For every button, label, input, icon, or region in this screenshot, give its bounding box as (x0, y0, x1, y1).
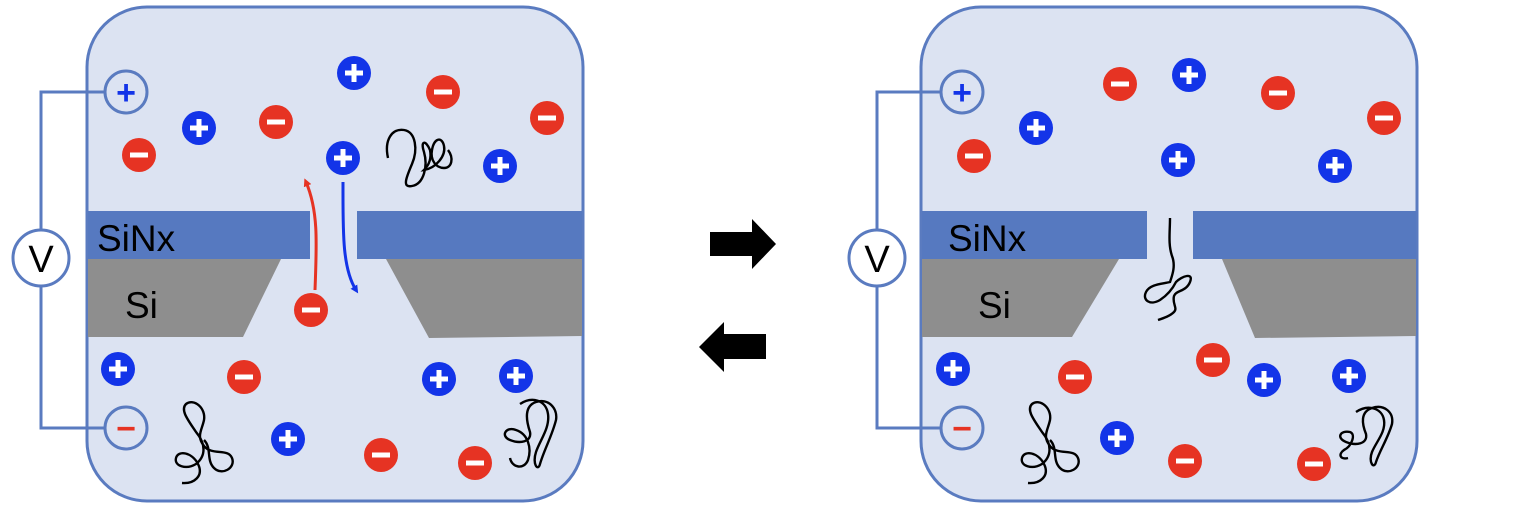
anion-icon (259, 105, 293, 139)
anion-icon (1196, 343, 1230, 377)
cation-icon (182, 111, 216, 145)
circuit-wire (875, 287, 940, 430)
forward-arrow-icon (710, 219, 776, 269)
si-layer-left (922, 259, 1119, 337)
dna-coil-icon (385, 128, 453, 188)
circuit-wire (39, 90, 104, 229)
cation-icon (1172, 58, 1206, 92)
panel-before: SiNx Si V + − (11, 5, 585, 503)
electrode-negative-sign: − (116, 410, 136, 448)
voltmeter-label: V (28, 239, 54, 281)
cation-icon (936, 352, 970, 386)
anion-flux-arrow (303, 178, 318, 291)
anion-icon (1058, 360, 1092, 394)
cation-icon (1332, 359, 1366, 393)
sinx-layer-right (357, 211, 582, 259)
dna-coil-icon (1020, 401, 1080, 485)
dna-coil-icon (503, 398, 558, 469)
electrode-positive-sign: + (116, 74, 136, 112)
anion-icon (957, 139, 991, 173)
cation-icon (1161, 143, 1195, 177)
anion-icon (426, 75, 460, 109)
electrode-positive (939, 69, 985, 115)
cation-icon (483, 149, 517, 183)
electrode-negative (939, 405, 985, 451)
panel-translocation: SiNx Si V + − (847, 5, 1419, 503)
anion-icon (458, 446, 492, 480)
si-label: Si (978, 285, 1011, 326)
si-layer-right (386, 259, 582, 338)
anion-icon (1261, 76, 1295, 110)
cation-icon (499, 359, 533, 393)
ion-group (936, 58, 1401, 481)
cation-icon (422, 362, 456, 396)
anion-icon (1103, 67, 1137, 101)
sinx-label: SiNx (97, 218, 176, 259)
anion-icon (1168, 444, 1202, 478)
dna-coil-icon (1339, 405, 1394, 467)
anion-icon (1367, 101, 1401, 135)
electrode-negative (103, 405, 149, 451)
si-label: Si (125, 285, 158, 326)
electrode-positive-sign: + (952, 74, 972, 112)
cation-icon (271, 422, 305, 456)
electrode-negative-sign: − (952, 410, 972, 448)
reverse-arrow-icon (699, 322, 766, 372)
electrode-positive (103, 69, 149, 115)
circuit-wire (875, 90, 940, 229)
cation-icon (1318, 149, 1352, 183)
anion-icon (364, 438, 398, 472)
cation-icon (326, 141, 360, 175)
cation-icon (1100, 421, 1134, 455)
cation-flux-arrow (341, 181, 359, 294)
cation-icon (1247, 363, 1281, 397)
cation-icon (337, 56, 371, 90)
voltmeter (847, 228, 907, 288)
cation-icon (1019, 111, 1053, 145)
anion-icon (227, 360, 261, 394)
anion-icon (530, 101, 564, 135)
sinx-layer-left (88, 211, 310, 259)
cation-icon (101, 352, 135, 386)
dna-in-pore-icon (1143, 217, 1192, 322)
sinx-layer-left (922, 211, 1147, 259)
anion-icon (1297, 447, 1331, 481)
ion-group (101, 56, 564, 480)
sinx-label: SiNx (948, 218, 1027, 259)
dna-coil-icon (174, 401, 234, 485)
anion-icon (294, 293, 328, 327)
circuit-wire (39, 287, 104, 430)
sinx-layer-right (1193, 211, 1416, 259)
anion-icon (122, 138, 156, 172)
si-layer-right (1222, 259, 1416, 338)
voltmeter (11, 228, 71, 288)
voltmeter-label: V (864, 239, 890, 281)
si-layer-left (88, 259, 281, 337)
